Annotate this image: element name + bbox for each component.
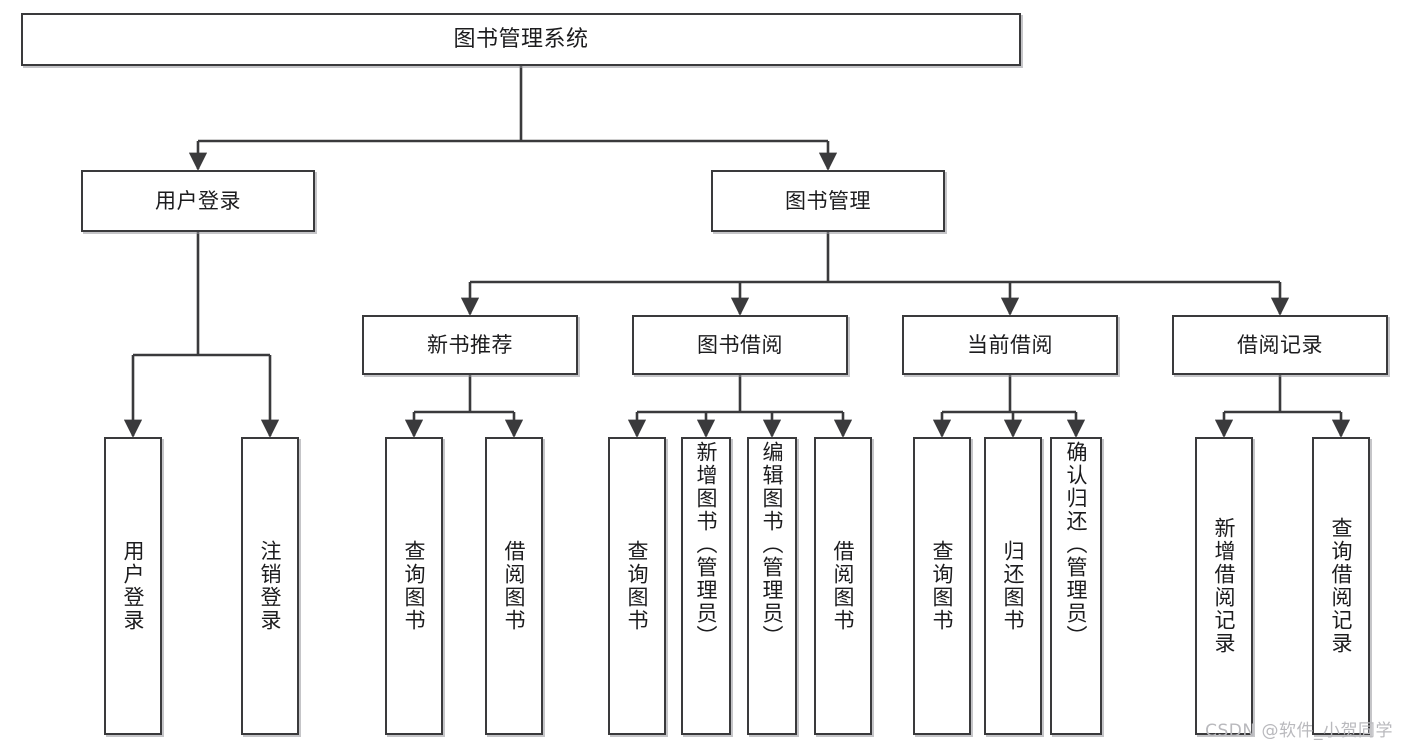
node-l13: 查询借阅记录 [1312, 437, 1370, 735]
node-n1: 用户登录 [81, 170, 315, 232]
node-l10: 归还图书 [984, 437, 1042, 735]
node-label: 当前借阅 [967, 332, 1053, 357]
node-label: 编辑图书（管理员） [760, 441, 785, 648]
node-label: 图书管理 [785, 188, 871, 213]
node-l3: 查询图书 [385, 437, 443, 735]
node-label: 借阅图书 [502, 540, 527, 632]
node-label: 确认归还（管理员） [1064, 441, 1089, 648]
node-label: 图书管理系统 [453, 26, 589, 52]
node-label: 查询图书 [402, 540, 427, 632]
node-l5: 查询图书 [608, 437, 666, 735]
node-l2: 注销登录 [241, 437, 299, 735]
node-l1: 用户登录 [104, 437, 162, 735]
node-label: 归还图书 [1001, 540, 1026, 632]
node-n5: 当前借阅 [902, 315, 1118, 375]
node-label: 查询图书 [625, 540, 650, 632]
node-label: 查询图书 [930, 540, 955, 632]
node-n4: 图书借阅 [632, 315, 848, 375]
node-label: 新增图书（管理员） [694, 441, 719, 648]
watermark: CSDN @软件_小贺同学 [1205, 721, 1393, 741]
node-label: 借阅图书 [831, 540, 856, 632]
node-l4: 借阅图书 [485, 437, 543, 735]
node-label: 借阅记录 [1237, 332, 1323, 357]
node-l7: 编辑图书（管理员） [747, 437, 797, 735]
node-label: 注销登录 [258, 540, 283, 632]
node-n0: 图书管理系统 [21, 13, 1021, 66]
node-label: 用户登录 [121, 540, 146, 632]
node-label: 图书借阅 [697, 332, 783, 357]
node-n6: 借阅记录 [1172, 315, 1388, 375]
node-l9: 查询图书 [913, 437, 971, 735]
node-n3: 新书推荐 [362, 315, 578, 375]
node-label: 查询借阅记录 [1329, 517, 1354, 655]
node-n2: 图书管理 [711, 170, 945, 232]
node-label: 新增借阅记录 [1212, 517, 1237, 655]
node-l12: 新增借阅记录 [1195, 437, 1253, 735]
node-l6: 新增图书（管理员） [681, 437, 731, 735]
node-label: 新书推荐 [427, 332, 513, 357]
node-label: 用户登录 [155, 188, 241, 213]
node-l8: 借阅图书 [814, 437, 872, 735]
node-l11: 确认归还（管理员） [1050, 437, 1102, 735]
